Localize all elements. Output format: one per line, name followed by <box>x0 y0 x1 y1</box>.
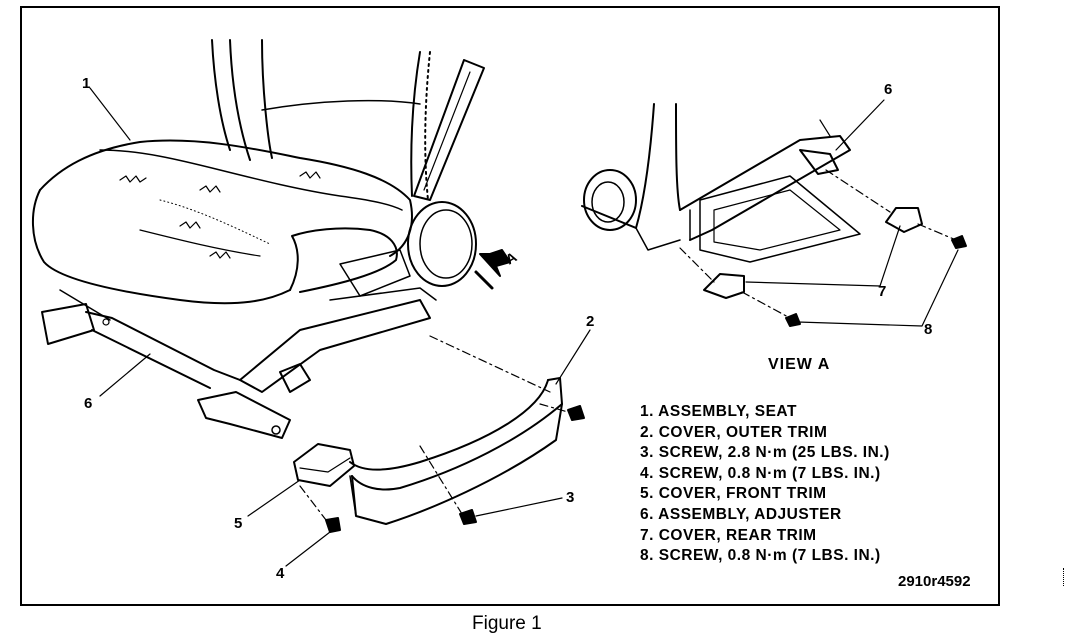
legend-item: 5. COVER, FRONT TRIM <box>640 485 827 503</box>
view-a-illustration <box>581 99 967 327</box>
legend-item: 2. COVER, OUTER TRIM <box>640 423 828 441</box>
screws <box>325 405 585 533</box>
legend-item: 3. SCREW, 2.8 N·m (25 LBS. IN.) <box>640 444 890 462</box>
seat-back <box>211 39 485 201</box>
legend-item: 7. COVER, REAR TRIM <box>640 526 817 544</box>
callout-4: 4 <box>276 565 285 582</box>
callout-6-main: 6 <box>84 395 93 412</box>
callout-7: 7 <box>878 283 887 300</box>
figure-code: 2910r4592 <box>898 573 971 590</box>
callout-3: 3 <box>566 489 575 506</box>
assembly-lines <box>299 335 569 521</box>
callout-1: 1 <box>82 75 91 92</box>
view-arrow <box>474 249 511 290</box>
callout-6-view: 6 <box>884 81 893 98</box>
leader-lines <box>89 87 591 567</box>
legend-item: 4. SCREW, 0.8 N·m (7 LBS. IN.) <box>640 464 881 482</box>
front-trim-cover <box>293 443 355 487</box>
outer-trim-cover <box>349 377 563 525</box>
legend-item: 1. ASSEMBLY, SEAT <box>640 403 797 420</box>
callout-2: 2 <box>586 313 595 330</box>
adjuster-assembly <box>41 249 437 439</box>
recliner-disc <box>407 201 477 287</box>
legend-item: 8. SCREW, 0.8 N·m (7 LBS. IN.) <box>640 547 881 565</box>
figure-caption: Figure 1 <box>472 613 542 634</box>
callout-8: 8 <box>924 321 933 338</box>
callout-5: 5 <box>234 515 243 532</box>
legend-item: 6. ASSEMBLY, ADJUSTER <box>640 505 842 523</box>
seat-cushion <box>31 139 413 305</box>
edge-mark <box>1063 568 1065 586</box>
view-a-label: VIEW A <box>768 356 831 373</box>
diagram-frame <box>20 6 1000 606</box>
parts-legend: 1. ASSEMBLY, SEAT 2. COVER, OUTER TRIM 3… <box>640 402 890 567</box>
